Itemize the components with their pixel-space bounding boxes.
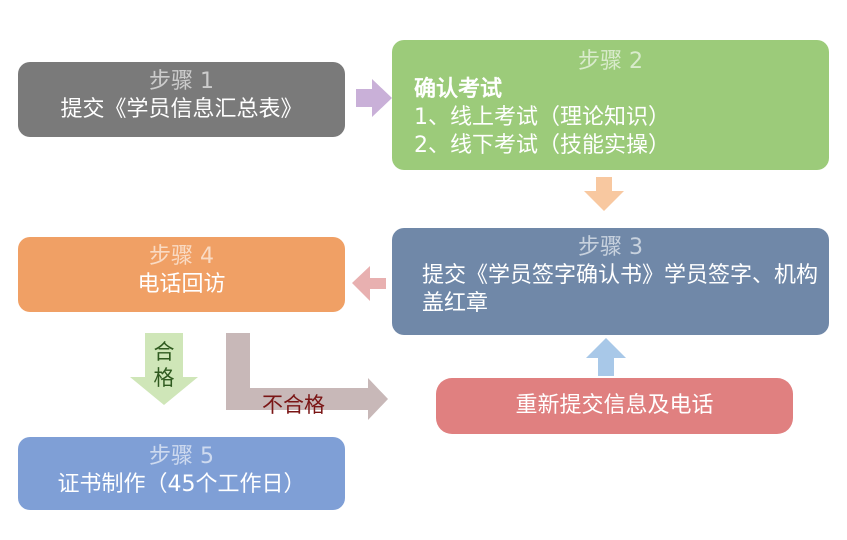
step5-box: 步骤 5 证书制作（45个工作日） bbox=[18, 437, 345, 510]
step3-text: 提交《学员签字确认书》学员签字、机构盖红章 bbox=[422, 263, 819, 316]
arrow-step2-to-step3 bbox=[584, 177, 624, 211]
resubmit-text: 重新提交信息及电话 bbox=[515, 393, 714, 418]
step2-label: 步骤 2 bbox=[578, 49, 643, 74]
step4-text: 电话回访 bbox=[137, 272, 226, 297]
step3-box: 步骤 3 提交《学员签字确认书》学员签字、机构盖红章 bbox=[392, 228, 829, 335]
step1-box: 步骤 1 提交《学员信息汇总表》 bbox=[18, 62, 345, 137]
step2-heading: 确认考试 bbox=[414, 77, 503, 102]
arrow-pass-down bbox=[130, 333, 198, 405]
arrow-step3-to-step4 bbox=[352, 266, 386, 301]
step4-label: 步骤 4 bbox=[149, 244, 214, 269]
fail-label: 不合格 bbox=[262, 393, 325, 417]
resubmit-box: 重新提交信息及电话 bbox=[436, 378, 793, 434]
step5-text: 证书制作（45个工作日） bbox=[57, 472, 306, 497]
step1-text: 提交《学员信息汇总表》 bbox=[60, 97, 303, 122]
step2-box: 步骤 2 确认考试 1、线上考试（理论知识） 2、线下考试（技能实操） bbox=[392, 40, 829, 170]
step4-box: 步骤 4 电话回访 bbox=[18, 237, 345, 312]
arrow-resubmit-to-step3 bbox=[586, 338, 626, 376]
step1-label: 步骤 1 bbox=[149, 69, 214, 94]
step2-item-2: 2、线下考试（技能实操） bbox=[414, 133, 670, 158]
arrow-step1-to-step2 bbox=[356, 79, 392, 117]
step2-item-1: 1、线上考试（理论知识） bbox=[414, 105, 670, 130]
step3-label: 步骤 3 bbox=[578, 235, 643, 260]
arrow-fail-turn bbox=[226, 333, 388, 420]
step5-label: 步骤 5 bbox=[149, 444, 214, 469]
pass-label: 合格 bbox=[153, 340, 175, 390]
